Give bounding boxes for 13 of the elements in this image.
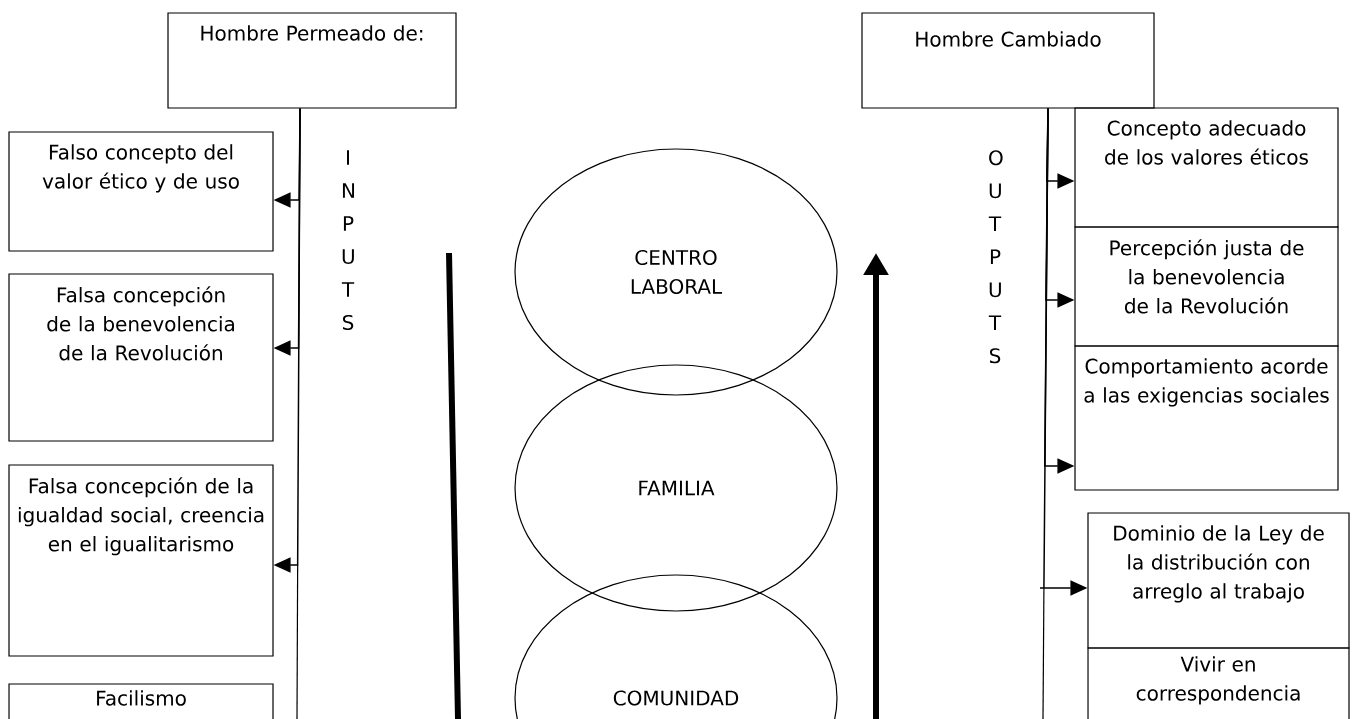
text-box: Vivir en correspondencia [1087,647,1350,719]
text-box: Facilismo [8,683,274,719]
text-box: Concepto adecuado de los valores éticos [1074,107,1339,228]
text-box: Hombre Cambiado [861,12,1155,109]
text-box: Dominio de la Ley de la distribución con arreglo al trabajo [1087,512,1350,649]
text-box: Falsa concepción de la igualdad social, creencia en el igualitarismo [8,464,274,657]
text-box: Falso concepto del valor ético y de uso [8,131,274,252]
vertical-label: I N P U T S [341,150,355,331]
text-box: Comportamiento acorde a las exigencias sociales [1074,345,1339,491]
vertical-label: O U T P U T S [988,150,1003,364]
text-box: Falsa concepción de la benevolencia de la Revolución [8,273,274,442]
text-box: Percepción justa de la benevolencia de la Revolución [1074,226,1339,347]
text-box: Hombre Permeado de: [167,12,457,109]
